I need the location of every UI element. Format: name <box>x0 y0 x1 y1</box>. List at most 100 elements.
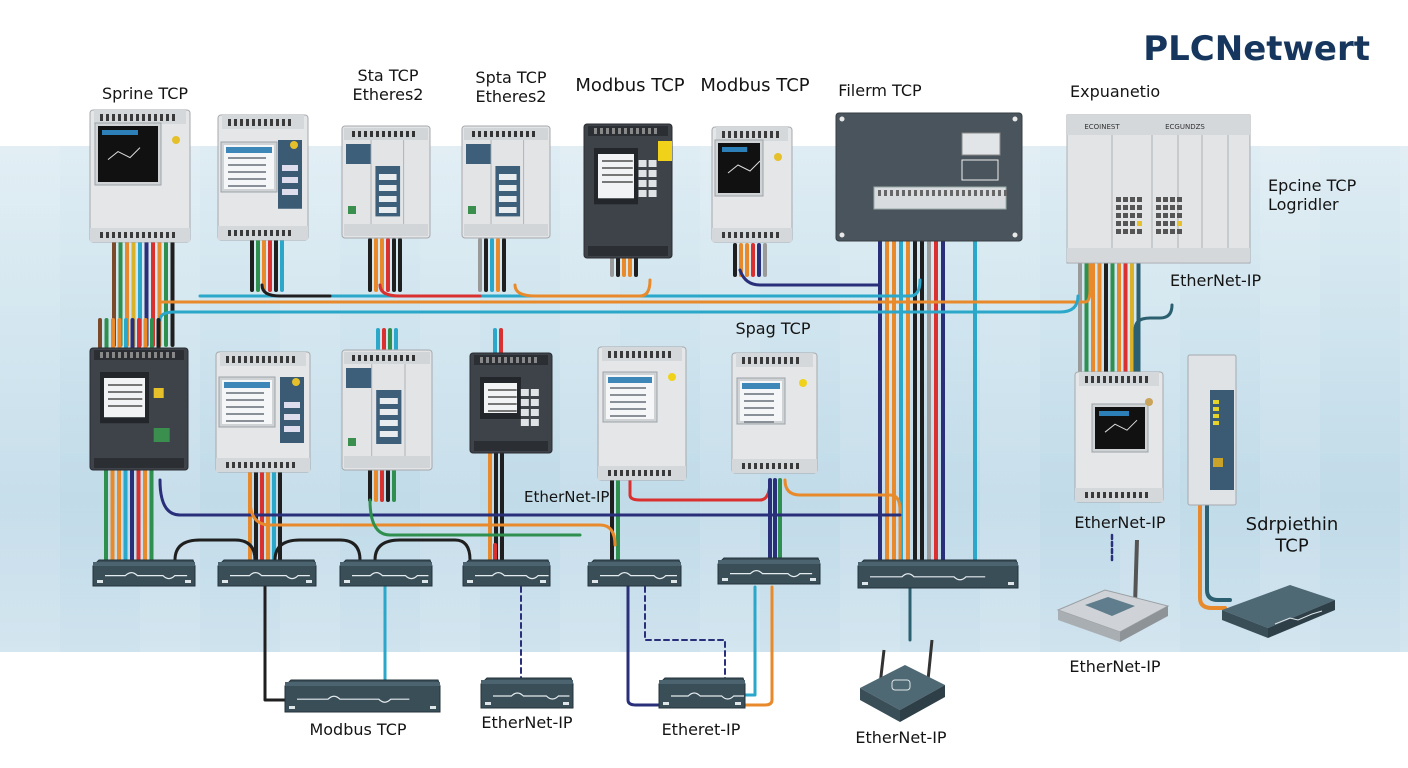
switch-1[interactable] <box>92 559 196 587</box>
terminal-screw <box>896 190 899 196</box>
rack-keypad-key <box>1123 213 1128 218</box>
din-ethernet-module[interactable] <box>1187 354 1237 506</box>
plc-mid-right-terminal-pin <box>1109 492 1112 498</box>
switch-3[interactable] <box>339 559 433 587</box>
plc-top-5-terminal-pin <box>600 128 603 134</box>
plc-mid-4-terminal-pin <box>504 357 507 363</box>
rack-keypad-key <box>1137 197 1142 202</box>
plc-top-4-io-key <box>498 207 517 213</box>
plc-mid-1-terminal-pin <box>136 352 139 358</box>
switch-right-sdrpiethin[interactable] <box>1222 585 1335 638</box>
plc-top-1-terminal-pin <box>112 232 115 238</box>
plc-mid-4[interactable] <box>469 352 553 454</box>
control-panel-top[interactable] <box>835 112 1023 242</box>
plc-top-1-terminal-pin <box>148 232 151 238</box>
label-filerm-tcp-line: Filerm TCP <box>838 81 922 100</box>
plc-mid-5-terminal-pin <box>662 351 665 358</box>
switch-bottom-ethernet-ip-1-led <box>563 702 569 705</box>
trunk-orange-mid <box>248 498 617 547</box>
plc-mid-6-terminal-pin <box>760 463 763 469</box>
plc-top-4-terminal-pin <box>532 131 535 137</box>
plc-top-5-key <box>648 160 657 167</box>
plc-top-1[interactable] <box>89 109 191 243</box>
plc-top-2-terminal-pin <box>252 230 255 236</box>
router-bottom-ethernet-ip[interactable] <box>860 639 945 722</box>
plc-top-2[interactable] <box>217 114 309 241</box>
plc-mid-5-terminal-pin <box>650 470 653 476</box>
plc-top-5[interactable] <box>583 123 673 259</box>
plc-mid-2-terminal-pin <box>262 462 265 468</box>
plc-mid-right-terminal-pin <box>1133 492 1136 498</box>
rack-keypad-key <box>1177 229 1182 234</box>
plc-top-2-terminal-pin <box>258 119 261 126</box>
plc-top-5-terminal-pin <box>612 128 615 134</box>
plc-mid-1[interactable] <box>89 347 189 471</box>
plc-top-3-top-terminal <box>344 128 428 140</box>
plc-mid-1-terminal-pin <box>124 352 127 358</box>
plc-mid-3-io-key <box>379 398 398 404</box>
brand-title: PLCNetwert <box>1143 29 1370 69</box>
plc-mid-right-screen-graph <box>1104 419 1138 433</box>
plc-top-4-status-led <box>468 206 476 214</box>
plc-mid-2-status-led <box>292 378 300 386</box>
label-sprine-tcp: Sprine TCP <box>102 84 188 103</box>
rack-header <box>1067 115 1250 135</box>
plc-mid-4-key <box>530 409 539 416</box>
plc-top-6[interactable] <box>711 126 793 243</box>
switch-7[interactable] <box>857 559 1019 589</box>
switch-6[interactable] <box>717 557 821 585</box>
plc-mid-2-key <box>284 426 300 432</box>
sw2-to-bottom <box>263 585 292 702</box>
plc-mid-6-terminal-pin <box>778 463 781 469</box>
link-orange <box>513 278 652 298</box>
plc-mid-6[interactable] <box>731 352 818 474</box>
plc-mid-3[interactable] <box>341 349 433 471</box>
plc-mid-2-key <box>284 414 300 420</box>
wireless-access-point[interactable] <box>1056 539 1170 642</box>
rack-keypad-key <box>1137 229 1142 234</box>
plc-top-4-bottom-terminal <box>464 224 548 236</box>
terminal-screw <box>986 190 989 196</box>
terminal-strip <box>873 186 1007 210</box>
plc-mid-right-terminal-pin <box>1091 492 1094 498</box>
plc-top-3[interactable] <box>341 125 431 239</box>
plc-mid-2[interactable] <box>215 351 311 473</box>
switch-bottom-modbus-led <box>289 706 295 709</box>
plc-top-6-terminal-pin <box>728 131 731 138</box>
router-antenna <box>926 639 934 681</box>
plc-mid-4-key <box>520 409 529 416</box>
plc-top-1-terminal-pin <box>166 114 169 121</box>
label-ethernet-ip-bottom-2-line: EtherNet-IP <box>855 728 947 747</box>
plc-top-4-label-plate <box>466 144 491 164</box>
plc-mid-1-terminal-pin <box>118 352 121 358</box>
plc-mid-6-terminal-pin <box>754 463 757 469</box>
plc-top-1-terminal-pin <box>118 114 121 121</box>
plc-mid-2-terminal-pin <box>244 356 247 363</box>
plc-top-2-bottom-terminal <box>218 226 308 240</box>
plc-mid-2-side-panel <box>280 377 304 443</box>
switch-bottom-etheret-ip[interactable] <box>658 677 746 709</box>
plc-mid-3-terminal-pin <box>382 355 385 361</box>
plc-mid-6-terminal-pin <box>790 463 793 469</box>
plc-top-2-terminal-pin <box>246 119 249 126</box>
plc-mid-6-terminal-pin <box>772 463 775 469</box>
label-sdrpiethin-tcp-line: Sdrpiethin <box>1246 514 1339 535</box>
plc-top-6-terminal-pin <box>764 232 767 238</box>
switch-5[interactable] <box>587 559 682 587</box>
plc-mid-5[interactable] <box>597 346 687 481</box>
plc-top-5-key <box>648 170 657 177</box>
plc-mid-5-terminal-pin <box>668 351 671 358</box>
switch-2[interactable] <box>217 559 317 587</box>
label-ethernet-ip-right-bottom: EtherNet-IP <box>1069 657 1161 676</box>
arc-sw1-sw2 <box>173 538 257 562</box>
plc-top-6-terminal-pin <box>734 131 737 138</box>
switch-4[interactable] <box>462 559 551 587</box>
rack-keypad-key <box>1170 213 1175 218</box>
plc-mid-right-terminal-pin <box>1091 376 1094 383</box>
plc-mid-right[interactable] <box>1074 371 1164 503</box>
switch-bottom-ethernet-ip-1[interactable] <box>480 677 574 709</box>
switch-bottom-modbus[interactable] <box>284 679 441 713</box>
plc-top-4[interactable] <box>461 125 551 239</box>
